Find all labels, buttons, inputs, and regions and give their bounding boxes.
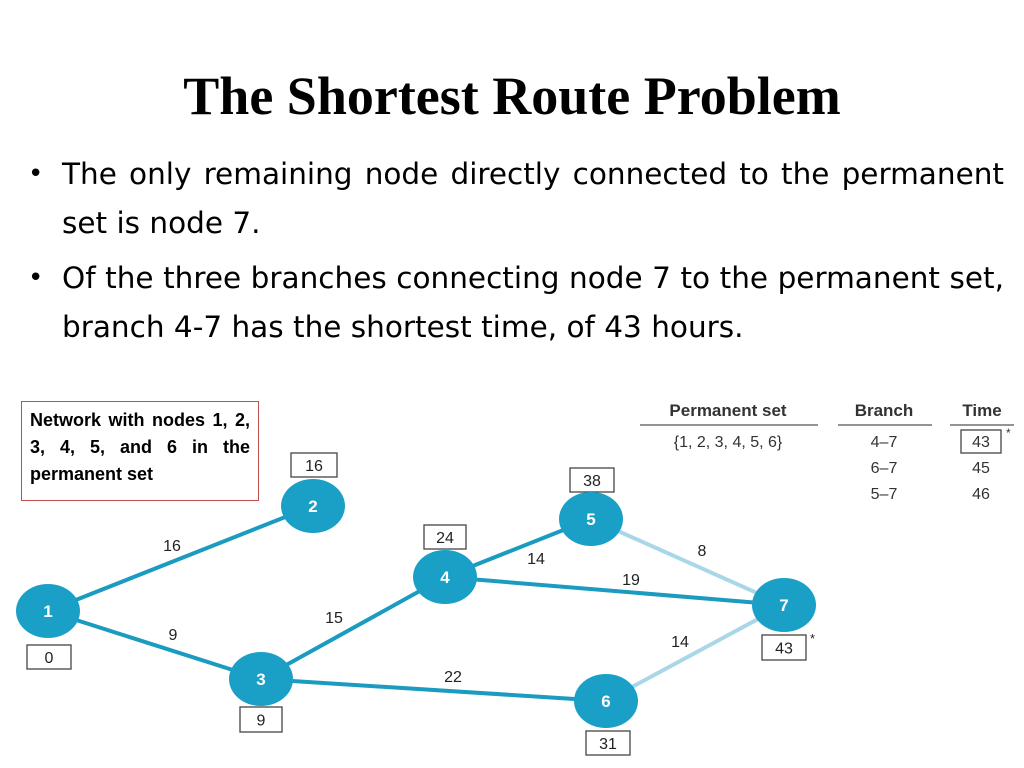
bullet-text: Of the three branches connecting node 7 …	[62, 261, 1004, 344]
bullet-list: • The only remaining node directly conne…	[24, 150, 1004, 358]
table-time-star: *	[1006, 426, 1011, 440]
slide-title: The Shortest Route Problem	[183, 66, 841, 126]
node-value-box	[26, 644, 72, 670]
node-value-box	[239, 706, 283, 733]
table-branch-cell: 6–7	[871, 460, 898, 477]
node-value-star: *	[810, 631, 815, 646]
node-5-circle	[559, 492, 623, 546]
table-branch-cell: 5–7	[871, 486, 898, 503]
node-label: 6	[601, 692, 610, 711]
node-label: 7	[779, 596, 788, 615]
note-callout: Network with nodes 1, 2, 3, 4, 5, and 6 …	[21, 401, 259, 501]
table-header-branch: Branch	[855, 401, 914, 420]
table-time-cell: 43	[972, 434, 990, 451]
table-time-box	[960, 429, 1002, 454]
edge-weight-label: 9	[169, 627, 178, 644]
node-value-box	[569, 467, 615, 493]
node-4-circle	[413, 550, 477, 604]
edge-weight-label: 14	[671, 634, 689, 651]
node-value-box	[585, 730, 631, 756]
node-value-box	[423, 524, 467, 550]
node-value-text: 24	[436, 530, 454, 547]
table-time-cell: 45	[972, 460, 990, 477]
network-edge-labels: 16 9 15 22 14 19 8 14	[163, 538, 706, 686]
edge-5-7	[590, 517, 785, 607]
table-header-permanent-set: Permanent set	[669, 401, 786, 420]
edge-4-7	[444, 575, 785, 607]
node-value-text: 38	[583, 473, 601, 490]
edge-weight-label: 14	[527, 551, 545, 568]
node-label: 4	[440, 568, 450, 587]
network-edges	[47, 504, 785, 703]
node-1-circle	[16, 584, 80, 638]
bullet-text: The only remaining node directly connect…	[62, 157, 1004, 240]
node-value-text: 0	[45, 650, 54, 667]
node-7-circle	[752, 578, 816, 632]
node-label: 2	[308, 497, 317, 516]
table-permanent-set-value: {1, 2, 3, 4, 5, 6}	[674, 434, 783, 451]
network-nodes: 1 2 3 4 5 6 7	[16, 479, 816, 728]
edge-1-3	[47, 609, 262, 681]
edge-3-4	[260, 575, 446, 681]
table-rows: 4–7 43 * 6–7 45 5–7 46	[871, 426, 1011, 503]
node-6-circle	[574, 674, 638, 728]
node-2-circle	[281, 479, 345, 533]
bullet-dot-icon: •	[28, 263, 44, 293]
node-value-text: 31	[599, 736, 617, 753]
table-branch-cell: 4–7	[871, 434, 898, 451]
node-3-circle	[229, 652, 293, 706]
edge-6-7	[605, 603, 785, 703]
table-time-cell: 46	[972, 486, 990, 503]
bullet-dot-icon: •	[28, 159, 44, 189]
node-label: 1	[43, 602, 52, 621]
edge-weight-label: 22	[444, 669, 462, 686]
edge-weight-label: 8	[698, 543, 707, 560]
node-value-box	[761, 634, 807, 661]
node-value-text: 16	[305, 458, 323, 475]
edge-weight-label: 19	[622, 572, 640, 589]
bullet-item: • The only remaining node directly conne…	[24, 150, 1004, 248]
edge-weight-label: 15	[325, 610, 343, 627]
note-text: Network with nodes 1, 2, 3, 4, 5, and 6 …	[30, 410, 250, 484]
node-value-text: 43	[775, 641, 793, 658]
permanent-set-table: Permanent set Branch Time {1, 2, 3, 4, 5…	[640, 401, 1014, 503]
edge-weight-label: 16	[163, 538, 181, 555]
edge-1-2	[47, 504, 314, 613]
table-header-time: Time	[962, 401, 1001, 420]
node-label: 3	[256, 670, 265, 689]
node-label: 5	[586, 510, 595, 529]
node-value-box	[290, 452, 338, 478]
edge-3-6	[260, 677, 607, 703]
bullet-item: • Of the three branches connecting node …	[24, 254, 1004, 352]
node-value-text: 9	[257, 713, 266, 730]
